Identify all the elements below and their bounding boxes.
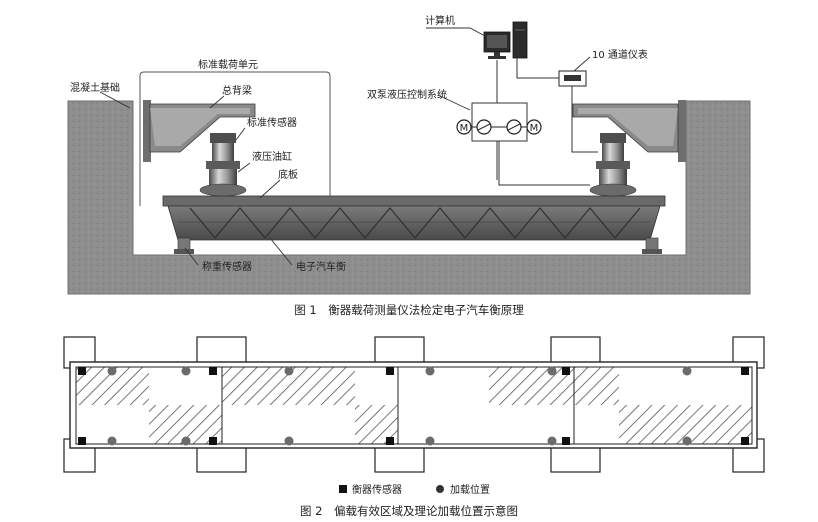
load-point	[425, 436, 435, 446]
figure1-caption: 图 1 衡器载荷测量仪法检定电子汽车衡原理	[294, 303, 524, 317]
sensor-marker	[209, 437, 217, 445]
load-positions	[107, 366, 692, 446]
sensor-marker	[562, 367, 570, 375]
figure1: M M 混凝土基础 标准载荷单元 总背梁 标准传感器	[67, 14, 751, 317]
load-unit-left	[143, 100, 256, 197]
load-point	[107, 436, 117, 446]
effective-zones	[76, 367, 752, 444]
label-hydraulic-cylinder: 液压油缸	[252, 150, 292, 163]
leader-lines	[99, 27, 591, 266]
figure2: 衡器传感器 加载位置 图 2 偏载有效区域及理论加载位置示意图	[63, 336, 765, 518]
connection-lines	[496, 58, 598, 186]
label-weighing-sensor: 称重传感器	[202, 260, 252, 273]
load-unit-bracket	[139, 71, 331, 206]
legend-load-label: 加载位置	[450, 483, 490, 496]
sensor-marker	[78, 437, 86, 445]
label-main-beam: 总背梁	[222, 84, 252, 97]
truck-scale-platform	[162, 195, 666, 241]
load-point	[547, 366, 557, 376]
scale-sensors	[78, 367, 749, 445]
weighing-sensor-right	[642, 237, 662, 254]
load-point	[682, 436, 692, 446]
channel-meter-icon	[558, 70, 587, 87]
label-electronic-truck-scale: 电子汽车衡	[296, 260, 346, 273]
label-channel-meter: 10 通道仪表	[592, 48, 648, 61]
sensor-marker	[386, 367, 394, 375]
legend-sensor-marker	[339, 485, 347, 493]
legend-load-marker	[436, 485, 444, 493]
load-point	[284, 366, 294, 376]
load-point	[107, 366, 117, 376]
figure2-caption: 图 2 偏载有效区域及理论加载位置示意图	[300, 504, 518, 518]
sensor-marker	[741, 367, 749, 375]
load-point	[284, 436, 294, 446]
computer-icon	[483, 21, 528, 59]
sensor-marker	[78, 367, 86, 375]
label-base-plate: 底板	[278, 168, 298, 181]
load-point	[181, 436, 191, 446]
motor-right-symbol: M	[530, 123, 539, 134]
load-unit-right	[572, 100, 686, 197]
legend-sensor-label: 衡器传感器	[352, 483, 402, 496]
weighing-sensor-left	[174, 237, 194, 254]
sensor-marker	[209, 367, 217, 375]
sensor-marker	[741, 437, 749, 445]
hydraulic-control-system: M M	[456, 102, 542, 142]
sensor-marker	[562, 437, 570, 445]
label-hydraulic-system: 双泵液压控制系统	[367, 88, 447, 101]
segment-frames	[75, 366, 753, 445]
load-point	[181, 366, 191, 376]
legend: 衡器传感器 加载位置	[339, 483, 490, 496]
motor-left-symbol: M	[460, 123, 469, 134]
label-computer: 计算机	[425, 14, 455, 27]
label-standard-load-unit: 标准载荷单元	[198, 59, 258, 71]
sensor-marker	[386, 437, 394, 445]
load-point	[425, 366, 435, 376]
label-concrete-foundation: 混凝土基础	[70, 81, 120, 94]
load-point	[682, 366, 692, 376]
load-point	[547, 436, 557, 446]
label-standard-sensor: 标准传感器	[247, 116, 297, 129]
